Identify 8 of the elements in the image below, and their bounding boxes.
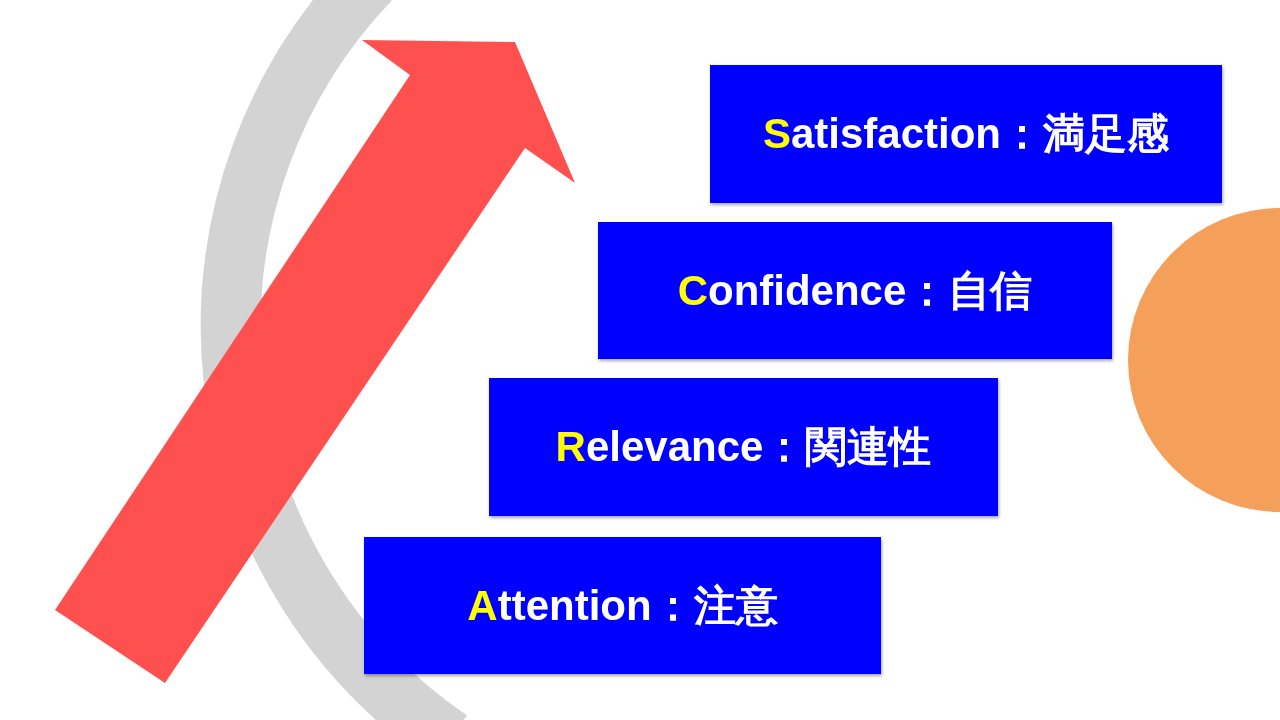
stage-label: Confidence：自信: [677, 265, 1033, 316]
stage-box: [364, 537, 881, 674]
stage-box: [710, 65, 1222, 203]
stage-label: Attention：注意: [467, 580, 778, 631]
stage-box: [598, 222, 1112, 359]
stage-label: Satisfaction：満足感: [762, 109, 1170, 159]
stage-box: [489, 378, 998, 516]
stage-label: Relevance：関連性: [555, 422, 932, 472]
